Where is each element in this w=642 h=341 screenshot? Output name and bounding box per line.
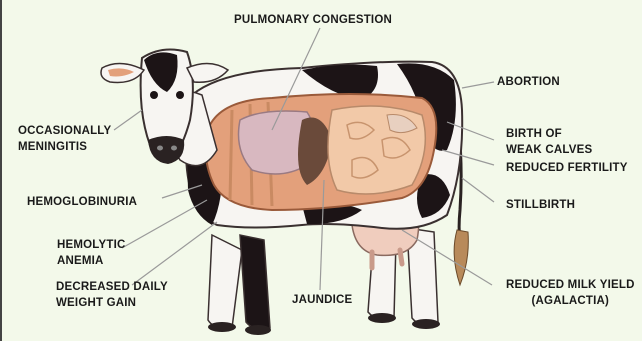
label-line: ANEMIA (57, 253, 125, 269)
label-line: REDUCED MILK YIELD (506, 277, 635, 293)
label-line: WEAK CALVES (506, 142, 592, 158)
label-reduced-fertility: REDUCED FERTILITY (506, 160, 628, 176)
label-occasionally-meningitis: OCCASIONALLY MENINGITIS (18, 123, 111, 155)
label-jaundice: JAUNDICE (292, 292, 352, 308)
label-reduced-milk-yield: REDUCED MILK YIELD (AGALACTIA) (506, 277, 635, 309)
label-birth-of-weak-calves: BIRTH OF WEAK CALVES (506, 126, 592, 158)
leader-meningitis (114, 110, 142, 130)
label-stillbirth: STILLBIRTH (506, 197, 575, 213)
leader-stillbirth (462, 178, 494, 202)
label-hemoglobinuria: HEMOGLOBINURIA (27, 194, 137, 210)
label-pulmonary-congestion: PULMONARY CONGESTION (234, 12, 392, 28)
leader-abortion (462, 82, 494, 88)
label-line: BIRTH OF (506, 126, 592, 142)
leader-weight-gain (132, 222, 217, 285)
label-line: OCCASIONALLY (18, 123, 111, 139)
label-line: HEMOLYTIC (57, 237, 125, 253)
anatomy-cutaway (206, 94, 437, 210)
label-abortion: ABORTION (497, 74, 560, 90)
label-decreased-daily-weight-gain: DECREASED DAILY WEIGHT GAIN (56, 279, 168, 311)
label-line: (AGALACTIA) (506, 293, 635, 309)
label-line: DECREASED DAILY (56, 279, 168, 295)
label-line: WEIGHT GAIN (56, 295, 168, 311)
label-hemolytic-anemia: HEMOLYTIC ANEMIA (57, 237, 125, 269)
label-line: MENINGITIS (18, 139, 111, 155)
